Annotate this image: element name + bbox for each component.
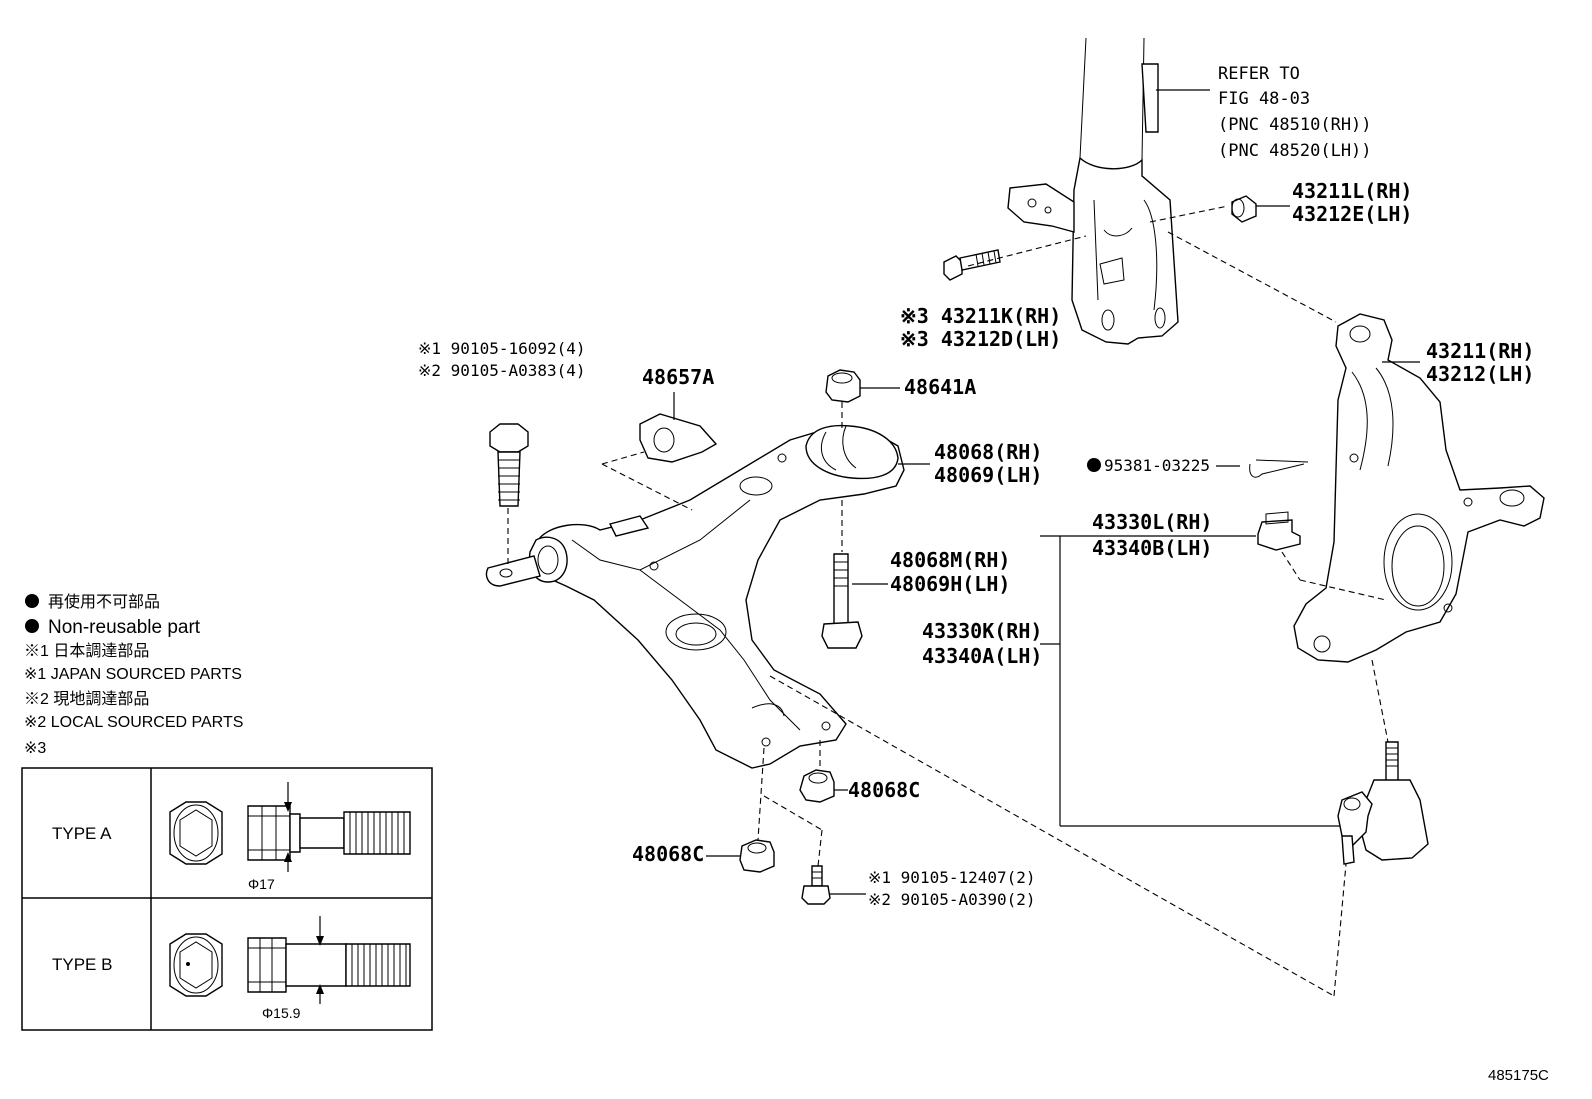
- type-b-diameter: Φ15.9: [262, 1005, 301, 1021]
- cotter-pin-95381-icon: [1249, 459, 1309, 478]
- label-48068C-upper[interactable]: 48068C: [848, 778, 920, 802]
- type-a-label: TYPE A: [52, 824, 112, 843]
- legend-japan-sourced-jp: ※1 日本調達部品: [24, 642, 149, 660]
- bolt-90105-12407-icon: [801, 865, 831, 905]
- bolt-90105-16092-icon: [489, 423, 529, 507]
- type-a-bolt-icon: [247, 782, 411, 872]
- legend-japan-sourced-en: ※1 JAPAN SOURCED PARTS: [24, 666, 242, 683]
- label-48068M[interactable]: 48068M(RH): [890, 548, 1010, 572]
- label-bolt-90105-A0383[interactable]: ※2 90105-A0383(4): [418, 361, 586, 380]
- label-48641A[interactable]: 48641A: [904, 375, 976, 399]
- label-48069H[interactable]: 48069H(LH): [890, 572, 1010, 596]
- label-bolt-90105-16092[interactable]: ※1 90105-16092(4): [418, 339, 586, 358]
- legend-local-sourced-jp: ※2 現地調達部品: [24, 690, 149, 708]
- nut-48068C-upper-icon: [799, 769, 835, 803]
- legend-dot-icon: [25, 594, 39, 608]
- figure-code: 485175C: [1488, 1067, 1549, 1084]
- label-43330L[interactable]: 43330L(RH): [1092, 510, 1212, 534]
- label-43212[interactable]: 43212(LH): [1426, 362, 1534, 386]
- legend: 再使用不可部品 Non-reusable part ※1 日本調達部品 ※1 J…: [24, 593, 243, 757]
- label-43330K[interactable]: 43330K(RH): [922, 619, 1042, 643]
- legend-dot-icon: [25, 619, 39, 633]
- strut-assembly: [1007, 37, 1179, 345]
- label-48069[interactable]: 48069(LH): [934, 463, 1042, 487]
- type-a-diameter: Φ17: [248, 876, 275, 892]
- type-a-hex-icon: [169, 801, 223, 865]
- ball-joint-43330K: [1337, 741, 1429, 865]
- nut-48641A-icon: [825, 369, 861, 403]
- refer-line-3: (PNC 48510(RH)): [1218, 115, 1372, 135]
- label-43340B[interactable]: 43340B(LH): [1092, 536, 1212, 560]
- nut-43211L-icon: [1231, 195, 1257, 223]
- steering-knuckle: [1293, 313, 1545, 663]
- nut-48068C-lower-icon: [739, 839, 775, 873]
- refer-line-1: REFER TO: [1218, 64, 1300, 84]
- label-bolt-90105-12407[interactable]: ※1 90105-12407(2): [868, 868, 1036, 887]
- legend-non-reusable-en: Non-reusable part: [48, 617, 201, 638]
- label-43340A[interactable]: 43340A(LH): [922, 644, 1042, 668]
- bolt-48068M-icon: [821, 553, 863, 649]
- label-43211L[interactable]: 43211L(RH): [1292, 179, 1412, 203]
- non-reusable-dot-icon: [1087, 458, 1101, 472]
- legend-local-sourced-en: ※2 LOCAL SOURCED PARTS: [24, 714, 243, 731]
- label-95381-03225[interactable]: 95381-03225: [1104, 456, 1210, 475]
- label-43212D[interactable]: ※3 43212D(LH): [900, 327, 1061, 351]
- legend-non-reusable-jp: 再使用不可部品: [48, 593, 160, 611]
- type-b-bolt-icon: [247, 916, 411, 1004]
- type-b-hex-icon: [169, 933, 223, 997]
- label-48068C-lower[interactable]: 48068C: [632, 842, 704, 866]
- refer-line-2: FIG 48-03: [1218, 89, 1310, 109]
- label-43212E[interactable]: 43212E(LH): [1292, 202, 1412, 226]
- bolt-type-table: TYPE A TYPE B Φ17: [21, 767, 433, 1031]
- assembly-lines: [507, 205, 1389, 997]
- label-43211K[interactable]: ※3 43211K(RH): [900, 304, 1061, 328]
- leader-lines: [673, 89, 1420, 895]
- legend-note-3: ※3: [24, 740, 46, 757]
- lower-control-arm: [485, 413, 905, 769]
- label-43211[interactable]: 43211(RH): [1426, 339, 1534, 363]
- refer-line-4: (PNC 48520(LH)): [1218, 141, 1372, 161]
- type-b-label: TYPE B: [52, 955, 112, 974]
- castle-nut-43330L-icon: [1257, 511, 1301, 551]
- label-48657A[interactable]: 48657A: [642, 365, 714, 389]
- label-48068[interactable]: 48068(RH): [934, 440, 1042, 464]
- label-bolt-90105-A0390[interactable]: ※2 90105-A0390(2): [868, 890, 1036, 909]
